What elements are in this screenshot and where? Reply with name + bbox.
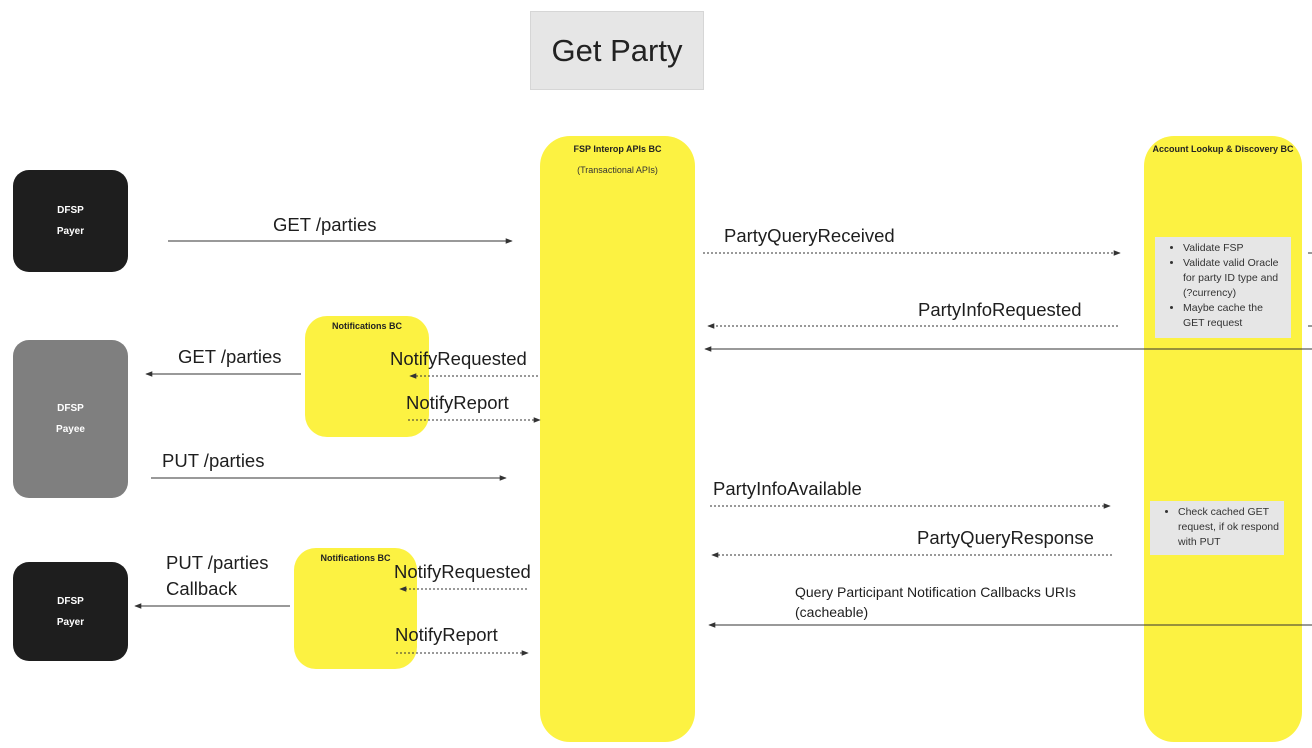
notifications-bc-top-title: Notifications BC — [331, 321, 402, 331]
diagram-title: Get Party — [530, 11, 704, 90]
account-lookup-lane-title: Account Lookup & Discovery BC — [1152, 144, 1294, 154]
label-put-parties: PUT /parties — [162, 450, 265, 471]
lookup-checks-note: Validate FSP Validate valid Oracle for p… — [1155, 237, 1291, 338]
dfsp-payer-bottom: DFSP Payer — [13, 562, 128, 661]
dfsp-payer-bottom-line1: DFSP — [57, 595, 84, 607]
dfsp-payee-line1: DFSP — [57, 403, 84, 414]
dfsp-payer-top-line1: DFSP — [57, 205, 84, 216]
dfsp-payer-top-line2: Payer — [56, 226, 85, 237]
label-query-participant-1: Query Participant Notification Callbacks… — [795, 584, 1076, 600]
lookup-check-item: Validate valid Oracle for party ID type … — [1183, 256, 1287, 301]
label-notify-requested-2: NotifyRequested — [394, 561, 531, 582]
label-put-parties-callback-1: PUT /parties — [166, 552, 269, 573]
label-notify-requested-1: NotifyRequested — [390, 348, 527, 369]
label-put-parties-callback-2: Callback — [166, 578, 237, 599]
label-party-info-available: PartyInfoAvailable — [713, 478, 862, 499]
label-party-query-response: PartyQueryResponse — [917, 527, 1094, 548]
label-query-participant-2: (cacheable) — [795, 604, 869, 620]
fsp-interop-lane: FSP Interop APIs BC (Transactional APIs) — [540, 136, 695, 742]
label-get-parties-2: GET /parties — [178, 346, 282, 367]
notifications-bc-bottom: Notifications BC — [294, 548, 417, 669]
label-party-query-received: PartyQueryReceived — [724, 225, 895, 246]
label-party-info-requested: PartyInfoRequested — [918, 299, 1082, 320]
dfsp-payee-line2: Payee — [56, 424, 85, 435]
cached-check-note: Check cached GET request, if ok respond … — [1150, 501, 1284, 555]
lookup-check-item: Maybe cache the GET request — [1183, 301, 1287, 331]
dfsp-payee: DFSP Payee — [13, 340, 128, 498]
label-notify-report-2: NotifyReport — [395, 624, 498, 645]
dfsp-payer-top: DFSP Payer — [13, 170, 128, 272]
cached-check-item: Check cached GET request, if ok respond … — [1178, 505, 1280, 550]
label-get-parties-1: GET /parties — [273, 214, 377, 235]
label-notify-report-1: NotifyReport — [406, 392, 509, 413]
lookup-check-item: Validate FSP — [1183, 241, 1287, 256]
notifications-bc-bottom-title: Notifications BC — [320, 553, 391, 563]
notifications-bc-top: Notifications BC — [305, 316, 429, 437]
fsp-interop-lane-title: FSP Interop APIs BC — [573, 144, 662, 154]
fsp-interop-lane-subtitle: (Transactional APIs) — [577, 165, 658, 175]
dfsp-payer-bottom-line2: Payer — [56, 616, 85, 628]
